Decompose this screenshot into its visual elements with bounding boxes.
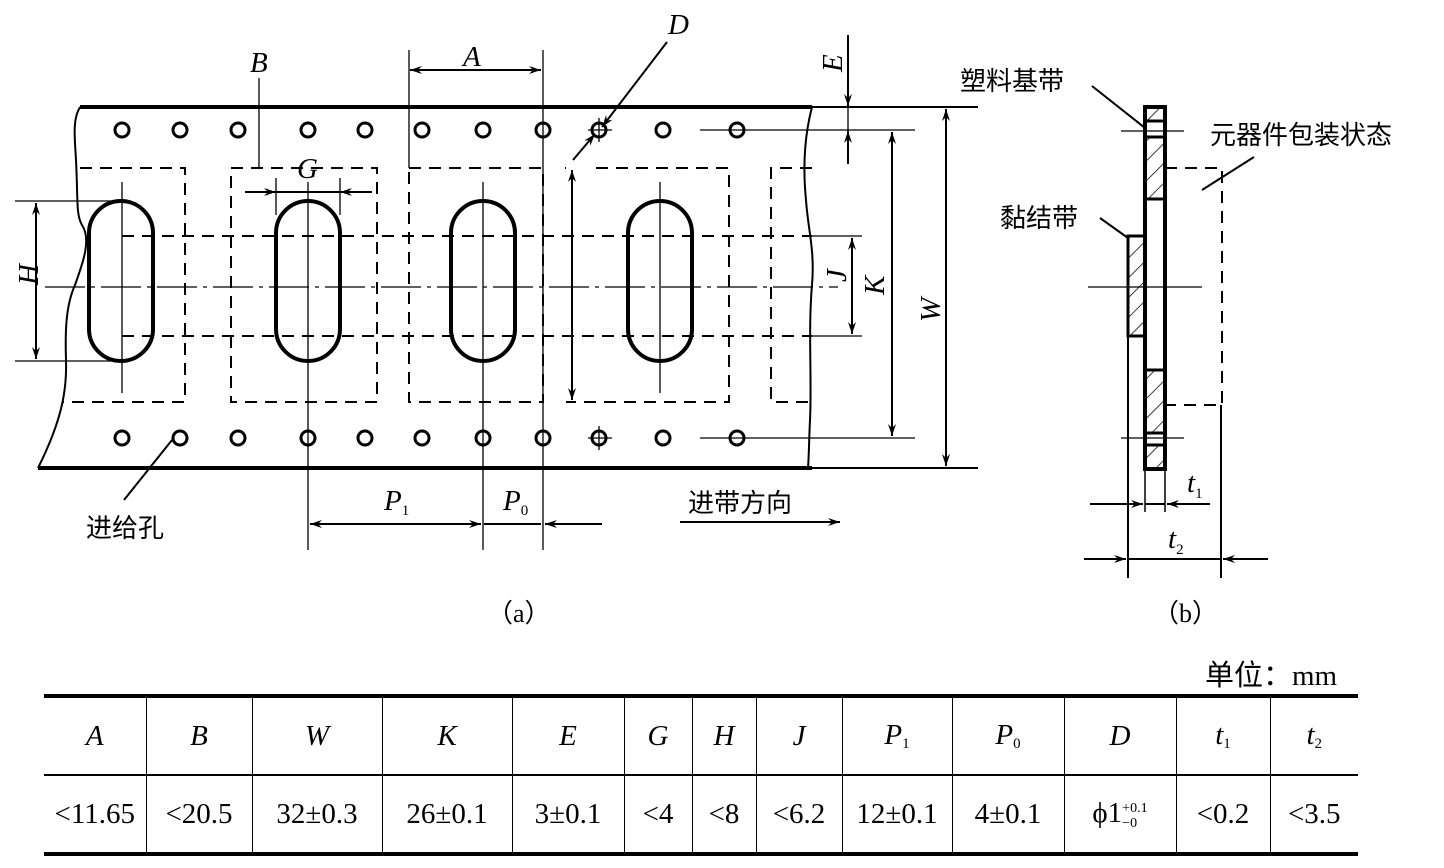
table-value-cell: <8 (691, 775, 757, 856)
table-value-cell: <4 (623, 775, 693, 856)
table-header-cell: B (145, 694, 253, 776)
label-H: H (13, 262, 45, 286)
plastic-base-label: 塑料基带 (960, 67, 1064, 97)
sprocket-hole (229, 429, 247, 447)
center-lines (15, 50, 915, 550)
sprocket-hole (356, 121, 374, 139)
table-header-cell: P1 (841, 694, 953, 776)
label-P1: P1 (383, 485, 409, 519)
adhesive-tape-label: 黏结带 (1000, 204, 1078, 234)
label-G: G (297, 153, 318, 185)
component-pockets (62, 167, 812, 403)
sprocket-hole (356, 429, 374, 447)
sprocket-hole (171, 429, 189, 447)
table-value-cell: <3.5 (1269, 775, 1358, 856)
table-value-cell: <11.65 (44, 775, 147, 856)
feed-hole-label: 进给孔 (86, 514, 164, 544)
sprocket-hole (299, 121, 317, 139)
table-header-cell: P0 (951, 694, 1065, 776)
label-J: J (821, 268, 853, 282)
d-tolerance: +0.1−0 (1122, 800, 1148, 831)
table-header-cell: E (511, 694, 625, 776)
sprocket-hole (113, 121, 131, 139)
table-value-cell: <20.5 (145, 775, 253, 856)
table-header-cell: H (691, 694, 757, 776)
label-D: D (667, 9, 689, 41)
table-header-cell: A (44, 694, 147, 776)
table-value-cell: <0.2 (1175, 775, 1271, 856)
sprocket-hole (413, 121, 431, 139)
figure-a-labels: B A D G H E J K W P1 P0 进给孔 进带方向 （a） (13, 9, 947, 628)
cross-section (1084, 85, 1268, 578)
label-t1: t1 (1187, 467, 1203, 502)
sprocket-hole (229, 121, 247, 139)
sprocket-hole (113, 429, 131, 447)
table-header-cell: t2 (1269, 694, 1358, 776)
sprocket-hole (474, 121, 492, 139)
table-value-cell: 4±0.1 (951, 775, 1065, 856)
table-header-cell: t1 (1175, 694, 1271, 776)
label-E: E (817, 54, 849, 73)
label-A: A (461, 41, 481, 73)
sprocket-hole (654, 429, 672, 447)
label-W: W (915, 295, 947, 322)
label-K: K (859, 274, 891, 296)
dimension-arrows (32, 35, 950, 528)
table-value-cell: 26±0.1 (381, 775, 513, 856)
figure-b-caption: （b） (1153, 599, 1218, 628)
sprocket-hole (171, 121, 189, 139)
label-B: B (250, 47, 268, 79)
figure-b-labels: 塑料基带 元器件包装状态 黏结带 t1 t2 （b） (960, 67, 1392, 628)
tape-outline (37, 105, 978, 470)
table-header-cell: D (1063, 694, 1177, 776)
feed-direction-label: 进带方向 (688, 489, 792, 519)
table-value-cell: <6.2 (755, 775, 843, 856)
unit-label: 单位：mm (1205, 660, 1338, 692)
sprocket-holes-bottom (113, 429, 746, 447)
figure-a-caption: （a） (487, 599, 551, 628)
table-header-cell: G (623, 694, 693, 776)
tape-drawing: B A D G H E J K W P1 P0 进给孔 进带方向 （a） (13, 9, 1392, 628)
sprocket-holes-top (113, 121, 746, 139)
table-value-cell: 32±0.3 (251, 775, 383, 856)
label-P0: P0 (502, 485, 528, 519)
table-value-cell: ϕ1+0.1−0 (1063, 775, 1177, 856)
table-header-cell: W (251, 694, 383, 776)
table-header-cell: K (381, 694, 513, 776)
label-t2: t2 (1168, 523, 1184, 558)
table-header-cell: J (755, 694, 843, 776)
sprocket-hole (413, 429, 431, 447)
component-state-label: 元器件包装状态 (1210, 121, 1392, 151)
sprocket-hole (654, 121, 672, 139)
table-value-cell: 3±0.1 (511, 775, 625, 856)
table-value-cell: 12±0.1 (841, 775, 953, 856)
